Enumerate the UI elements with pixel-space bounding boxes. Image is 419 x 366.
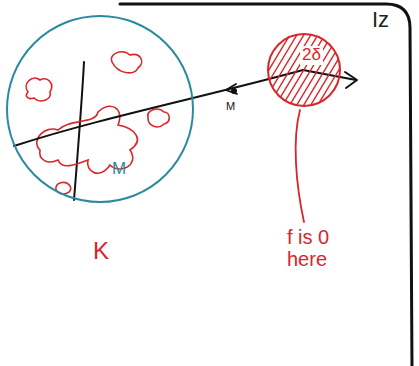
node-label: M <box>112 160 126 179</box>
arrow-head <box>226 84 237 94</box>
node-label: 2δ <box>300 46 323 65</box>
ball-circle: MK <box>5 14 195 204</box>
leader-line <box>296 110 304 222</box>
axis-line <box>74 62 84 200</box>
node-label: K <box>93 238 109 264</box>
point-dot <box>231 88 237 94</box>
zero-disc-outline <box>266 32 342 108</box>
red-blob <box>148 109 169 127</box>
distance-line <box>14 70 303 146</box>
arrow-head <box>345 72 357 88</box>
ball-circle-outline <box>5 14 195 204</box>
red-blob <box>111 52 141 73</box>
note-text: f is 0 here <box>287 226 349 270</box>
zero-disc: 2δ <box>266 32 342 108</box>
point-label: M <box>226 100 235 112</box>
region-boundary: IzMK2δ <box>118 0 419 366</box>
region-boundary-outline <box>118 0 419 366</box>
red-blob <box>26 78 52 101</box>
node-label: Iz <box>372 8 389 32</box>
